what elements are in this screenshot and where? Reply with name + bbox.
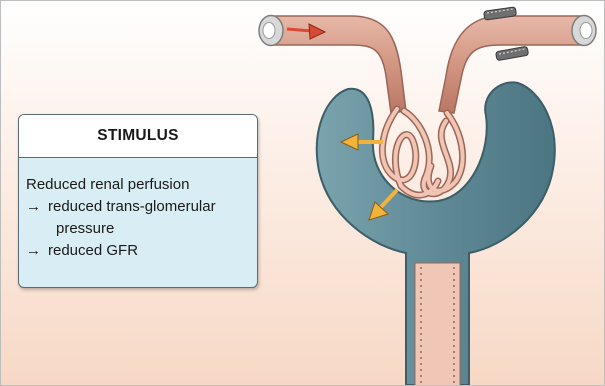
- right-arrow-icon: →: [26, 196, 48, 218]
- stimulus-line: Reduced renal perfusion: [26, 174, 249, 196]
- right-arrow-icon: →: [26, 240, 48, 262]
- stimulus-line: →reduced trans-glomerular: [26, 196, 249, 218]
- stimulus-title: STIMULUS: [19, 115, 257, 158]
- stimulus-line: pressure: [26, 218, 249, 240]
- proximal-tubule: [415, 263, 460, 385]
- stimulus-line-text: reduced GFR: [48, 242, 138, 259]
- stimulus-text: Reduced renal perfusion →reduced trans-g…: [19, 158, 257, 262]
- stimulus-line-text: Reduced renal perfusion: [26, 176, 189, 193]
- stimulus-line-text: reduced trans-glomerular: [48, 198, 216, 215]
- stimulus-line-text: pressure: [56, 220, 114, 237]
- stimulus-box: STIMULUS Reduced renal perfusion →reduce…: [18, 114, 258, 288]
- stimulus-line: →reduced GFR: [26, 240, 249, 262]
